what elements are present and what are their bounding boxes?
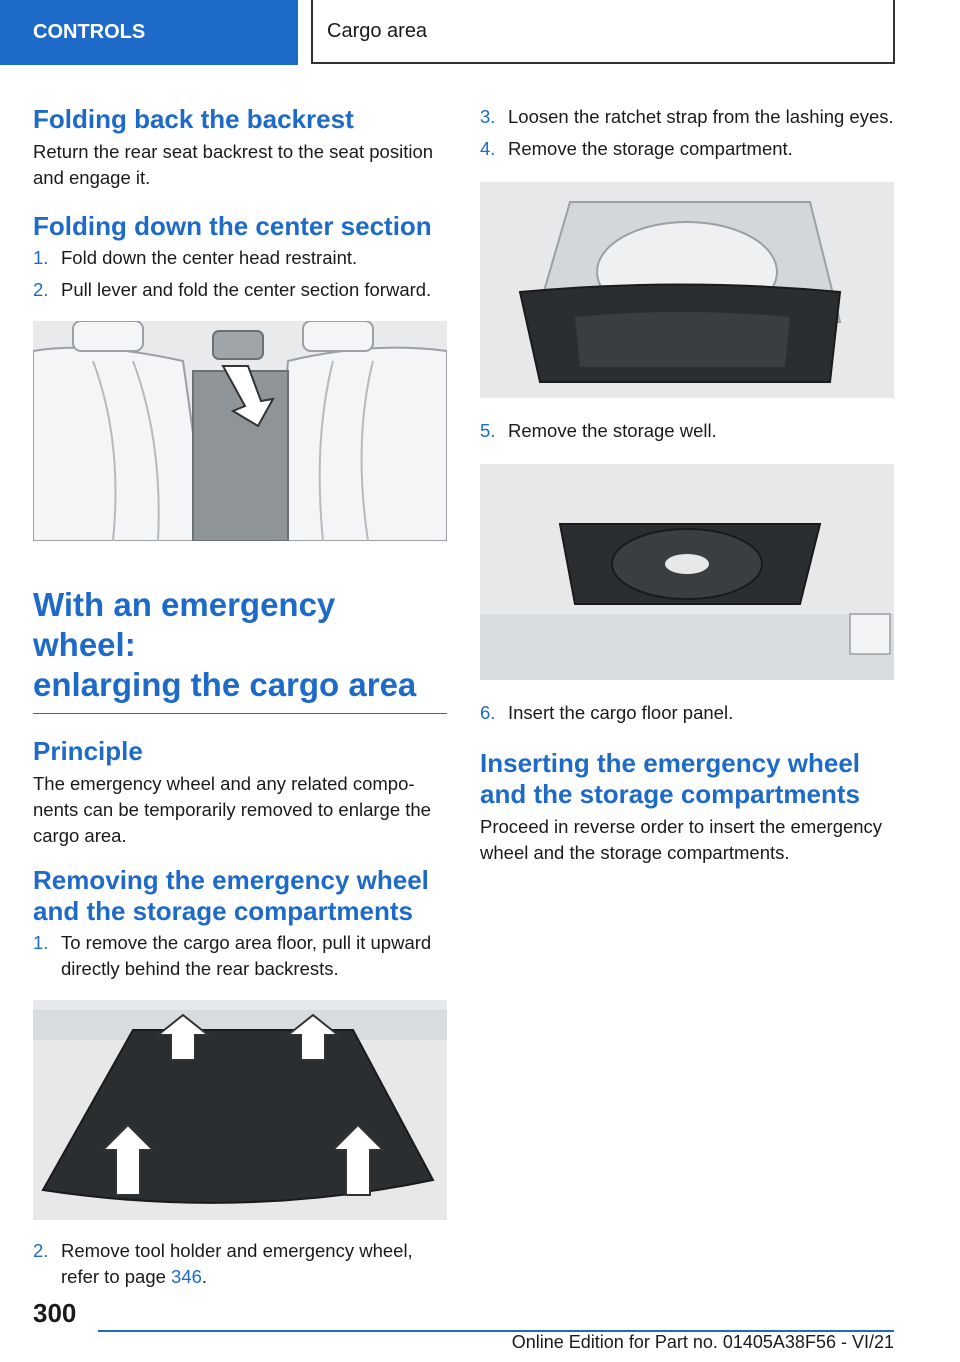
heading-emergency-wheel: With an emergency wheel: enlarging the c… — [33, 585, 447, 705]
paragraph-inserting: Proceed in reverse order to insert the e… — [480, 816, 883, 863]
step-number: 1. — [33, 247, 49, 268]
left-column: Folding back the backrest Return the rea… — [33, 100, 447, 1290]
heading-removing: Removing the emergency wheel and the sto… — [33, 865, 429, 926]
step-number: 3. — [480, 106, 496, 127]
list-item: 2. Pull lever and fold the center sectio… — [33, 277, 447, 303]
heading-rule — [33, 713, 447, 714]
step-number: 5. — [480, 420, 496, 441]
heading-center-section: Folding down the center section — [33, 211, 432, 241]
paragraph-folding-back: Return the rear seat backrest to the sea… — [33, 141, 434, 188]
step-text: To remove the cargo area floor, pull it … — [61, 932, 432, 979]
page-number: 300 — [33, 1298, 77, 1328]
footer-edition: Online Edition for Part no. 01405A38F56 … — [511, 1332, 894, 1352]
list-item: 6. Insert the cargo floor panel. — [480, 700, 894, 726]
step-number: 6. — [480, 702, 496, 723]
section-tab: CONTROLS — [0, 0, 298, 65]
page-link[interactable]: 346 — [171, 1266, 202, 1287]
list-item: 2. Remove tool holder and emergency whee… — [33, 1238, 447, 1290]
footer-rule — [98, 1330, 894, 1332]
step-text: Remove the storage well. — [508, 420, 717, 441]
step-number: 1. — [33, 932, 49, 953]
step-text: Pull lever and fold the center section f… — [61, 279, 432, 300]
heading-inserting: Inserting the emergency wheel and the st… — [480, 748, 861, 809]
heading-principle: Principle — [33, 736, 143, 766]
step-number: 2. — [33, 279, 49, 300]
paragraph-principle: The emergency wheel and any related comp… — [33, 773, 431, 846]
list-item: 5. Remove the storage well. — [480, 418, 894, 444]
heading-line-1: With an emergency wheel: — [33, 586, 336, 663]
step-text: Loosen the ratchet strap from the lashin… — [508, 106, 894, 127]
list-item: 3. Loosen the ratchet strap from the las… — [480, 104, 894, 130]
rear-seat-illustration — [33, 321, 447, 541]
heading-line-2: enlarging the cargo area — [33, 666, 417, 703]
list-item: 1. Fold down the center head restraint. — [33, 245, 447, 271]
cargo-floor-drawing — [33, 1000, 447, 1220]
storage-compartment-illustration — [480, 182, 894, 398]
storage-well-drawing — [480, 464, 894, 680]
right-column: 3. Loosen the ratchet strap from the las… — [480, 104, 894, 866]
step-text: Insert the cargo floor panel. — [508, 702, 734, 723]
step-text: Remove tool holder and emergency wheel, … — [61, 1238, 447, 1290]
list-item: 1. To remove the cargo area floor, pull … — [33, 930, 447, 982]
list-item: 4. Remove the storage compartment. — [480, 136, 894, 162]
step-text: Remove the storage compartment. — [508, 138, 793, 159]
step-text-after: . — [201, 1266, 208, 1287]
step-number: 2. — [33, 1240, 49, 1261]
heading-folding-back: Folding back the backrest — [33, 104, 354, 134]
page-title: Cargo area — [311, 0, 895, 64]
step-text-before: Remove tool holder and emergency wheel, … — [61, 1240, 413, 1287]
cargo-floor-illustration — [33, 1000, 447, 1220]
step-text: Fold down the center head restraint. — [61, 247, 358, 268]
storage-well-illustration — [480, 464, 894, 680]
step-number: 4. — [480, 138, 496, 159]
rear-seat-drawing — [33, 321, 447, 541]
storage-compartment-drawing — [480, 182, 894, 398]
